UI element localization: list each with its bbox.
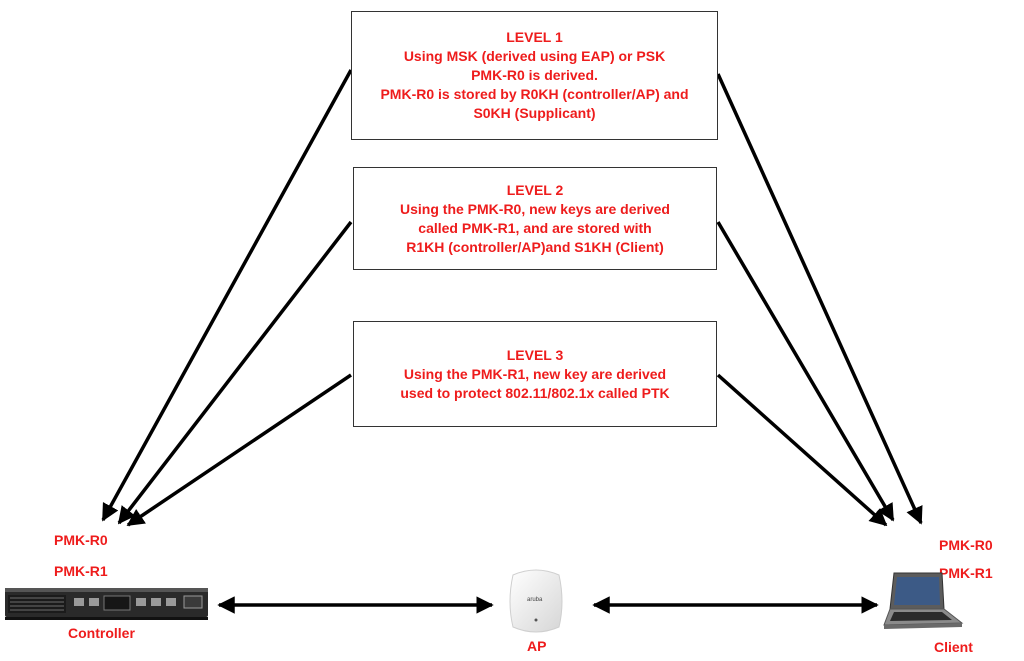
level1-line4: S0KH (Supplicant): [473, 105, 596, 121]
arrow-level3-to-client: [716, 373, 888, 527]
arrow-level1-to-client: [716, 73, 923, 525]
client-pmk-r0-label: PMK-R0: [939, 537, 993, 553]
arrow-level1-to-controller: [101, 69, 353, 522]
level3-box: LEVEL 3 Using the PMK-R1, new key are de…: [353, 321, 717, 427]
laptop-icon: [883, 572, 964, 629]
controller-pmk-r0-label: PMK-R0: [54, 532, 108, 548]
access-point-icon: aruba: [509, 569, 563, 633]
level2-line1: Using the PMK-R0, new keys are derived: [400, 200, 670, 217]
client-pmk-r1-label: PMK-R1: [939, 565, 993, 581]
ap-brand-text: aruba: [527, 597, 543, 603]
ap-label: AP: [527, 638, 547, 654]
level2-box: LEVEL 2 Using the PMK-R0, new keys are d…: [353, 167, 717, 270]
level1-line2: PMK-R0 is derived.: [471, 67, 598, 83]
level3-title: LEVEL 3: [506, 346, 564, 363]
client-label: Client: [934, 639, 973, 655]
controller-pmk-r1-label: PMK-R1: [54, 563, 108, 579]
network-controller-icon: [5, 588, 208, 620]
level1-line3: PMK-R0 is stored by R0KH (controller/AP)…: [380, 86, 689, 102]
controller-label: Controller: [68, 625, 135, 641]
level1-line1: Using MSK (derived using EAP) or PSK: [403, 48, 666, 64]
level3-line1: Using the PMK-R1, new key are derived: [403, 365, 667, 382]
arrow-level3-to-controller: [126, 373, 352, 527]
arrow-level2-to-controller: [117, 220, 353, 525]
level2-line2: called PMK-R1, and are stored with: [418, 219, 652, 236]
level1-box: LEVEL 1 Using MSK (derived using EAP) or…: [351, 11, 718, 140]
level2-title: LEVEL 2: [506, 181, 564, 198]
level2-line3: R1KH (controller/AP)and S1KH (Client): [406, 238, 664, 255]
arrow-level2-to-client: [716, 221, 895, 522]
level1-title: LEVEL 1: [506, 29, 563, 45]
level3-line2: used to protect 802.11/802.1x called PTK: [400, 384, 670, 401]
